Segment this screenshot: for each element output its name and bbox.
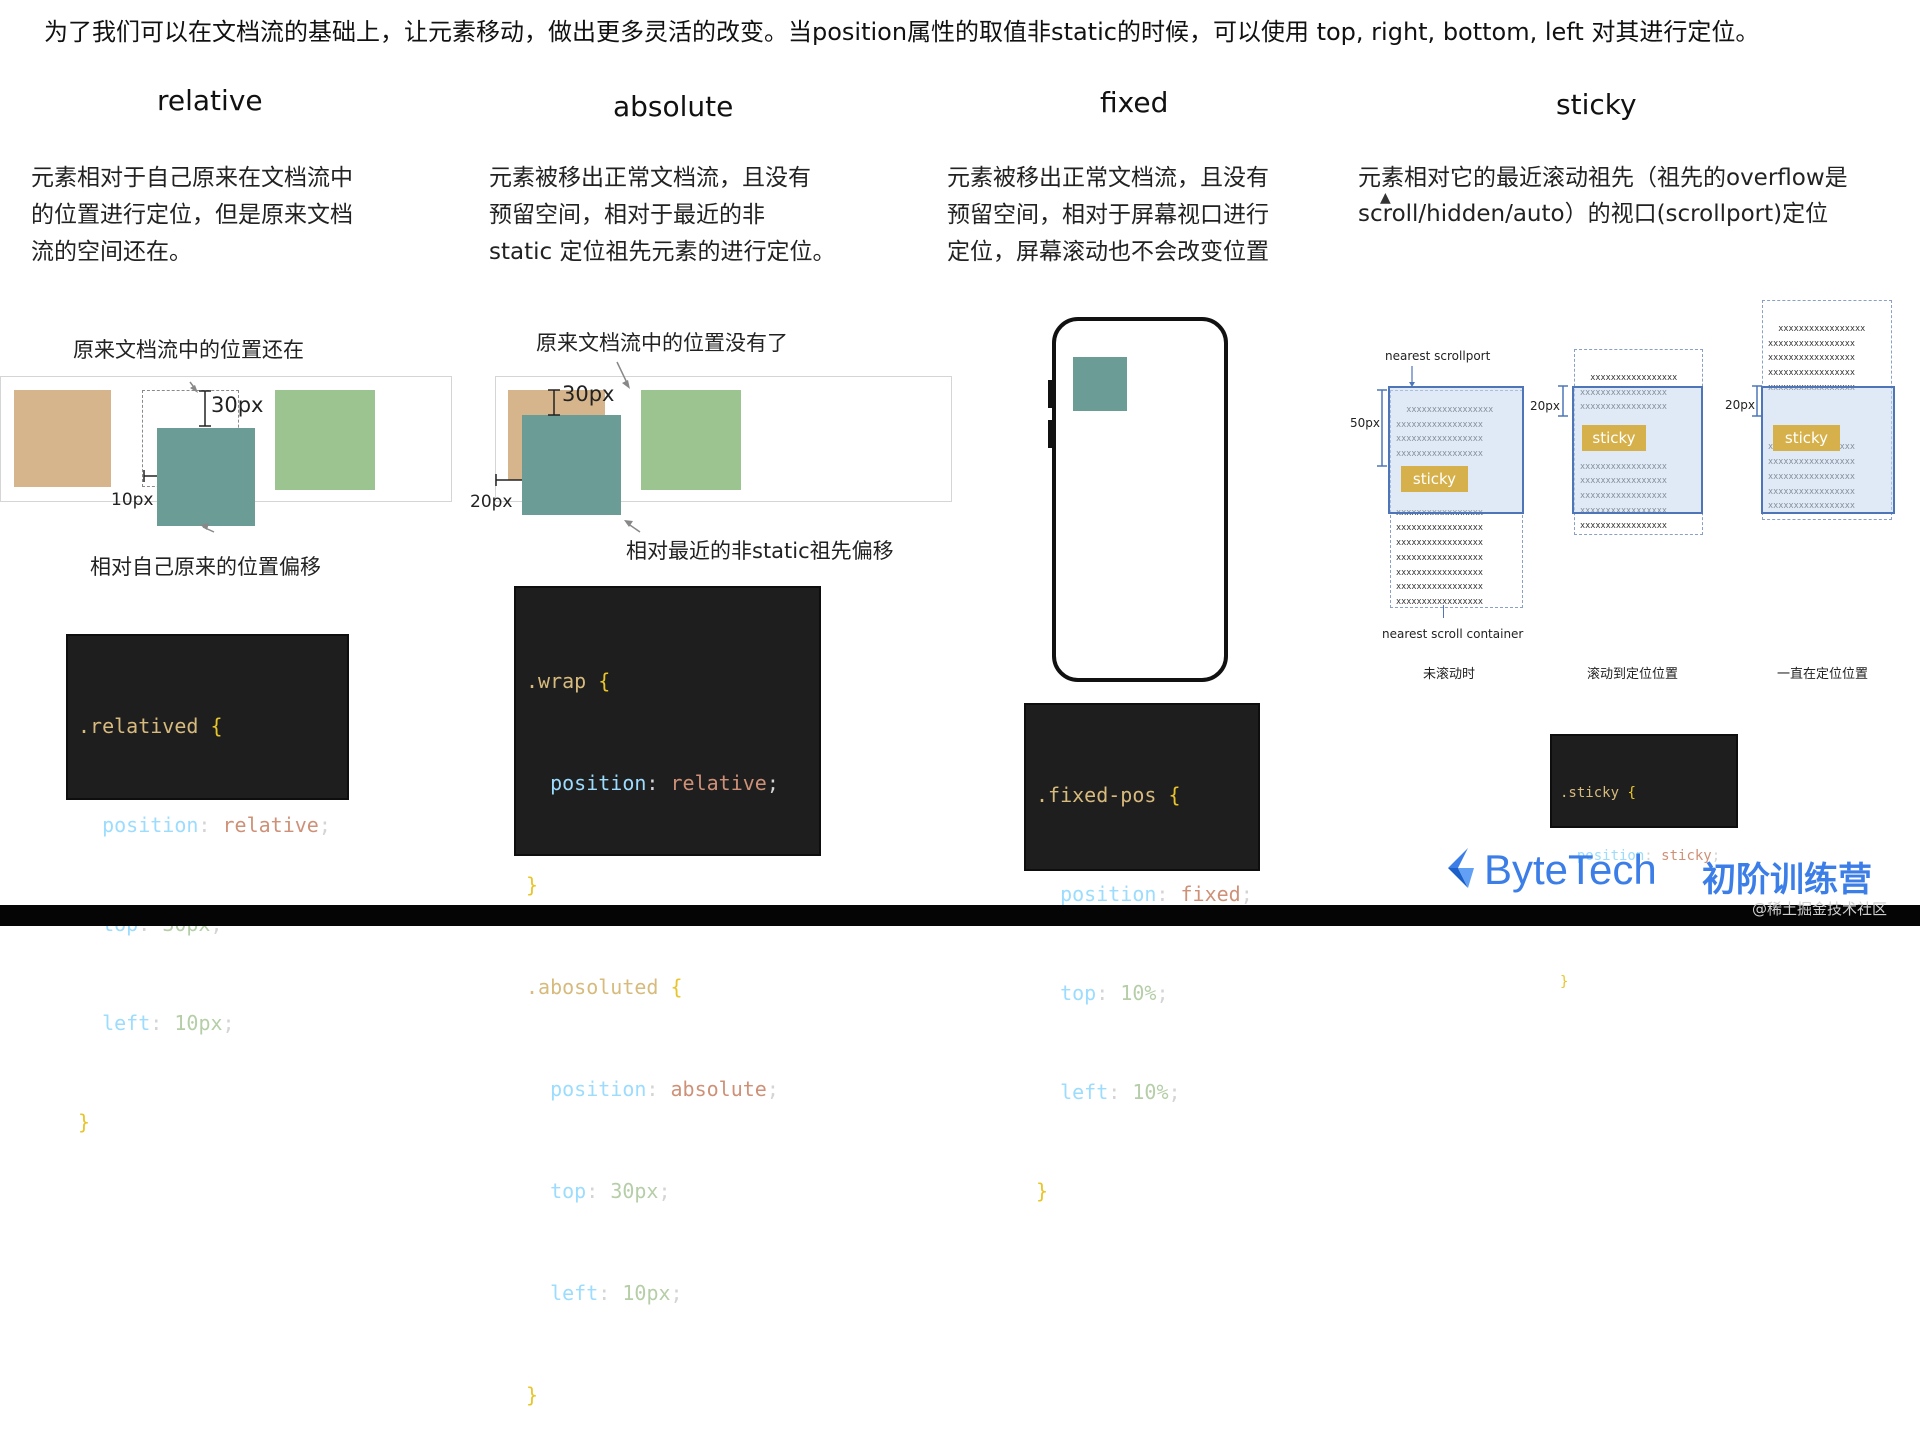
code-line: left: 10px; [102,1011,235,1035]
relative-note-bottom: 相对自己原来的位置偏移 [90,555,321,579]
code-line: position: relative; [550,771,779,795]
fixed-desc-line-3: 定位，屏幕滚动也不会改变位置 [947,239,1269,265]
code-line: left: 10%; [1060,1080,1181,1104]
label-20px-a: 20px [1530,399,1560,413]
sticky-code-block: .sticky { position: sticky; top: 20px; } [1550,734,1738,990]
absolute-markers [495,361,641,533]
fixed-title: fixed [1100,86,1169,119]
label-20px-b: 20px [1725,398,1755,412]
cursor-icon: ▲ [1380,190,1391,206]
sticky-tag-1: sticky [1401,466,1468,492]
code-line: position: sticky; [1576,848,1721,864]
label-nearest-scrollport: nearest scrollport [1385,349,1491,363]
sticky-markers-3 [1752,385,1762,417]
relative-sibling-right [275,390,375,490]
logo-brand: ByteTech [1484,846,1657,893]
fixed-code-block: .fixed-pos { position: fixed; top: 10%; … [1024,703,1260,1203]
code-line: position: relative; [102,813,331,837]
code-selector: .abosoluted [526,975,659,999]
sticky-tag-3: sticky [1773,425,1840,451]
relative-desc-line-3: 流的空间还在。 [31,239,192,265]
absolute-sibling-box [641,390,741,490]
absolute-desc-line-2: 预留空间，相对于最近的非 [489,202,765,228]
sticky-markers-1 [1377,366,1415,467]
fixed-desc: 元素被移出正常文档流，且没有 预留空间，相对于屏幕视口进行 定位，屏幕滚动也不会… [947,160,1269,271]
code-line: top: 30px; [550,1179,671,1203]
relative-note-top: 原来文档流中的位置还在 [73,338,304,362]
bottom-bar [0,905,1920,926]
scrollport-1 [1388,386,1524,514]
label-50px: 50px [1350,416,1380,430]
code-selector: .wrap [526,669,587,693]
caption-3: 一直在定位位置 [1777,667,1869,682]
absolute-note-bottom: 相对最近的非static祖先偏移 [626,539,894,563]
code-selector: .sticky [1560,785,1620,801]
absolute-desc-line-3: static 定位祖先元素的进行定位。 [489,239,836,265]
phone-side-button [1048,380,1052,408]
sticky-title: sticky [1556,88,1637,121]
code-line: position: fixed; [1060,882,1253,906]
absolute-code-block: .wrap { position: relative; } .abosolute… [514,586,821,1407]
relative-desc-line-2: 的位置进行定位，但是原来文档 [31,202,353,228]
caption-1: 未滚动时 [1423,667,1476,682]
absolute-note-top: 原来文档流中的位置没有了 [536,331,788,355]
container-arrow [1443,605,1444,618]
code-line: top: 10%; [1060,981,1169,1005]
fixed-desc-line-2: 预留空间，相对于屏幕视口进行 [947,202,1269,228]
relative-title: relative [157,84,263,117]
label-nearest-scroll-container: nearest scroll container [1382,627,1524,641]
code-selector: .fixed-pos [1036,783,1157,807]
code-selector: .relatived [78,714,199,738]
sticky-desc-line-1: 元素相对它的最近滚动祖先（祖先的overflow是 [1358,165,1848,191]
relative-top-offset: 30px [211,393,264,417]
phone-side-button [1048,420,1052,448]
relative-sibling-left [14,390,111,487]
absolute-title: absolute [613,90,734,123]
relative-offset-box [157,428,255,526]
relative-desc: 元素相对于自己原来在文档流中 的位置进行定位，但是原来文档 流的空间还在。 [31,160,353,271]
absolute-desc: 元素被移出正常文档流，且没有 预留空间，相对于最近的非 static 定位祖先元… [489,160,835,271]
absolute-left-offset: 20px [470,492,513,512]
absolute-top-offset: 30px [562,382,615,406]
code-line: left: 10px; [550,1281,683,1305]
relative-left-offset: 10px [111,490,154,510]
relative-code-block: .relatived { position: relative; top: 30… [66,634,349,1134]
relative-desc-line-1: 元素相对于自己原来在文档流中 [31,165,353,191]
sticky-desc: 元素相对它的最近滚动祖先（祖先的overflow是 scroll/hidden/… [1358,160,1848,232]
watermark: @稀土掘金技术社区 [1752,900,1888,918]
absolute-desc-line-1: 元素被移出正常文档流，且没有 [489,165,811,191]
fixed-desc-line-1: 元素被移出正常文档流，且没有 [947,165,1269,191]
sticky-markers-2 [1558,385,1568,417]
bytetech-logo-icon [1448,848,1474,888]
fixed-positioned-box [1073,357,1127,411]
sticky-desc-line-2: scroll/hidden/auto）的视口(scrollport)定位 [1358,201,1829,227]
caption-2: 滚动到定位位置 [1587,667,1679,682]
relative-markers [143,381,215,533]
code-line: position: absolute; [550,1077,779,1101]
sticky-tag-2: sticky [1582,425,1646,451]
absolute-offset-box [522,415,621,515]
intro-text: 为了我们可以在文档流的基础上，让元素移动，做出更多灵活的改变。当position… [44,18,1760,46]
logo-program: 初阶训练营 [1702,860,1872,900]
